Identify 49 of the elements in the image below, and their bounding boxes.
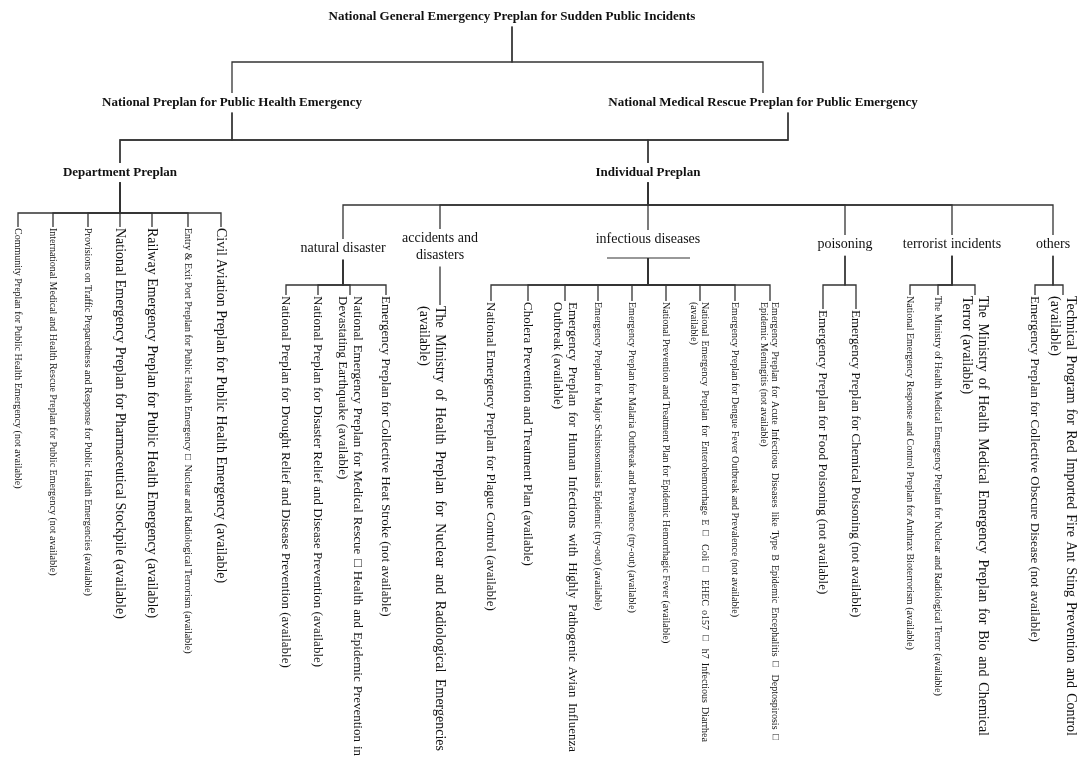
plan-label: National Preplan for Disaster Relief and Disease Prevention (available) — [310, 296, 326, 756]
connector-line — [647, 257, 771, 302]
plan-label: Technical Program for Red Imported Fire Ant Sting Prevention and Control (available) — [1047, 296, 1079, 736]
connector-line — [119, 181, 222, 228]
plan-label: National Emergency Preplan for Plague Control (available) — [483, 302, 499, 752]
plan-label: National Prevention and Treatment Plan for Epidemic Hemorrhagic Fever (available) — [660, 302, 672, 752]
plan-label: National Emergency Response and Control Preplan for Anthrax Bioterrorism (available) — [904, 296, 916, 746]
category-label: accidents and disasters — [395, 230, 485, 264]
heading-label: National Medical Rescue Preplan for Public Emergency — [608, 94, 918, 110]
plan-label: Civil Aviation Preplan for Public Health Emergency (available) — [213, 228, 229, 748]
heading-label: Department Preplan — [62, 164, 178, 180]
connector-line — [647, 181, 1054, 236]
connector-line — [439, 265, 441, 306]
plan-label: Provisions on Traffic Preparedness and Response for Public Health Emergencies (available) — [82, 228, 94, 748]
connector-line — [511, 25, 764, 94]
heading-label: National Preplan for Public Health Emergency — [102, 94, 362, 110]
plan-label: National Emergency Preplan for Enterohemorrhage E□ Coli□ EHEC o157□ h7 Infectious Diarrhea (available) — [688, 302, 712, 742]
category-label: others — [1035, 236, 1071, 253]
plan-label: The Ministry of Health Preplan for Nuclear and Radiological Emergencies (available) — [416, 306, 448, 751]
plan-label: National Emergency Preplan for Pharmaceutical Stockpile (available) — [112, 228, 128, 748]
plan-label: The Ministry of Health Medical Emergency Preplan for Bio and Chemical Terror (available) — [959, 296, 991, 736]
plan-label: Emergency Preplan for Malaria Outbreak and Prevalence (try-out) (available) — [626, 302, 638, 752]
category-label: poisoning — [817, 236, 873, 253]
plan-label: The Ministry of Health Medical Emergency Preplan for Nuclear and Radiological Terror (available) — [932, 296, 944, 726]
plan-label: Community Preplan for Public Health Emergency (not available) — [12, 228, 24, 748]
plan-label: National Preplan for Drought Relief and Disease Prevention (available) — [278, 296, 294, 756]
plan-label: Railway Emergency Preplan for Public Health Emergency (available) — [144, 228, 160, 748]
plan-label: Cholera Prevention and Treatment Plan (available) — [520, 302, 536, 752]
connector-line — [951, 255, 976, 296]
plan-label: Emergency Preplan for Chemical Poisoning (not available) — [848, 310, 864, 750]
plan-label: Emergency Preplan for Acute Infectious Diseases like Type B Epidemic Encephalitis□ Deptospirosis□ Epidemic Meningitis (not available) — [758, 302, 782, 742]
plan-label: Entry & Exit Port Preplan for Public Health Emergency□ Nuclear and Radiological Terrorism (available) — [182, 228, 194, 698]
category-label: terrorist incidents — [902, 236, 1002, 253]
plan-label: Emergency Preplan for Collective Heat Stroke (not available) — [378, 296, 394, 756]
plan-label: Emergency Preplan for Major Schistosomiasis Epidemic (try-out) (available) — [592, 302, 604, 752]
plan-label: Emergency Preplan for Dengue Fever Outbreak and Prevalence (not available) — [729, 302, 741, 752]
plan-label: Emergency Preplan for Collective Obscure Disease (not available) — [1027, 296, 1043, 746]
connector-line — [647, 111, 789, 164]
connector-line — [342, 259, 387, 296]
category-label: natural disaster — [300, 240, 386, 257]
heading-label: Individual Preplan — [595, 164, 701, 180]
connector-line — [844, 255, 857, 310]
plan-label: Emergency Preplan for Human Infections with Highly Pathogenic Avian Influenza Outbreak (available) — [550, 302, 580, 752]
category-label: infectious diseases — [595, 231, 701, 248]
plan-label: International Medical and Health Rescue Preplan for Public Emergency (not available) — [47, 228, 59, 748]
connector-line — [1052, 255, 1064, 296]
plan-label: Emergency Preplan for Food Poisoning (not available) — [815, 310, 831, 750]
heading-label: National General Emergency Preplan for Sudden Public Incidents — [328, 8, 696, 24]
plan-label: National Emergency Preplan for Medical Rescue□Health and Epidemic Prevention in Devastating Earthquake (available) — [335, 296, 365, 756]
